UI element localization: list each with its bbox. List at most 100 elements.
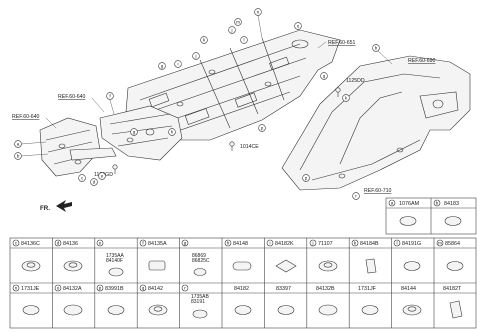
- table-cell-c: c 84136C: [12, 239, 41, 272]
- ref-label-640-left[interactable]: REF.60-640: [12, 114, 40, 120]
- svg-text:e: e: [101, 174, 104, 179]
- svg-text:j: j: [311, 241, 313, 246]
- svg-text:g: g: [184, 241, 187, 246]
- callout-j-mid[interactable]: j: [228, 26, 236, 34]
- callout-j-top[interactable]: j: [192, 52, 200, 60]
- svg-text:q: q: [142, 286, 145, 291]
- svg-text:e: e: [99, 241, 102, 246]
- callout-a[interactable]: a: [14, 140, 22, 148]
- svg-text:h: h: [227, 241, 230, 246]
- svg-text:o: o: [57, 286, 60, 291]
- callout-k[interactable]: k: [200, 36, 208, 44]
- table-cell-a: a 1076AM: [388, 199, 420, 226]
- bolt-1014CE-icon: [229, 141, 235, 151]
- ref-label-710[interactable]: REF.60-710: [364, 188, 392, 194]
- round-plug-icon: [63, 260, 83, 272]
- table-cell-84132B: 84132B: [316, 286, 338, 316]
- callout-k-right[interactable]: k: [342, 94, 350, 102]
- svg-text:83991B: 83991B: [105, 286, 124, 292]
- table-cell-1731JF: 1731JF: [358, 286, 379, 315]
- plug-grommet-icon: [444, 216, 462, 226]
- svg-text:d: d: [57, 241, 60, 246]
- svg-text:l: l: [243, 38, 244, 43]
- plug-icon: [403, 261, 421, 271]
- svg-text:i: i: [177, 62, 178, 67]
- plug-icon: [107, 305, 125, 315]
- callout-r[interactable]: r: [352, 192, 360, 200]
- callout-q[interactable]: q: [320, 72, 328, 80]
- callout-f[interactable]: f: [106, 92, 114, 100]
- plug-grommet-icon: [399, 216, 417, 226]
- callout-i[interactable]: i: [174, 60, 182, 68]
- svg-text:m: m: [236, 20, 240, 25]
- round-plug-icon: [21, 260, 41, 272]
- parts-table: [9, 197, 477, 329]
- svg-text:h: h: [171, 130, 174, 135]
- svg-text:r: r: [184, 286, 186, 291]
- svg-text:p: p: [99, 286, 102, 291]
- ref-label-640-top[interactable]: REF.60-640: [58, 94, 86, 100]
- part-number-1014CE: 1014CE: [240, 144, 259, 150]
- callout-d[interactable]: d: [90, 178, 98, 186]
- svg-text:k: k: [203, 38, 206, 43]
- ref-label-690[interactable]: REF.60-690: [408, 58, 436, 64]
- svg-text:m: m: [438, 241, 442, 246]
- oval-plug-icon: [232, 261, 252, 271]
- svg-text:86869: 86869: [192, 253, 206, 259]
- svg-text:n: n: [15, 286, 18, 291]
- callout-p-right[interactable]: p: [302, 174, 310, 182]
- callout-h[interactable]: h: [168, 128, 176, 136]
- table-cell-k: k 84184B: [351, 239, 379, 274]
- dash-panel-illustration: [99, 105, 183, 161]
- svg-text:q: q: [323, 74, 326, 79]
- table-cell-r: r 1735AB 83191: [181, 284, 209, 319]
- callout-g-top[interactable]: g: [158, 62, 166, 70]
- svg-text:b: b: [436, 201, 439, 206]
- ref-label-651[interactable]: REF.60-651: [328, 40, 356, 46]
- table-cell-o: o 84132A: [54, 284, 83, 316]
- callout-m[interactable]: m: [234, 18, 242, 26]
- diamond-pad-icon: [275, 259, 297, 273]
- plug-icon: [277, 305, 295, 315]
- svg-text:84182K: 84182K: [275, 241, 294, 247]
- clip-plug-icon: [108, 267, 124, 277]
- svg-text:a: a: [17, 142, 20, 147]
- callout-b-right[interactable]: b: [372, 44, 380, 52]
- svg-text:84132B: 84132B: [316, 286, 335, 292]
- svg-text:a: a: [391, 201, 394, 206]
- svg-text:p: p: [305, 176, 308, 181]
- part-number-1125DD: 1125DD: [346, 78, 365, 84]
- plug-icon: [234, 305, 252, 315]
- plug-icon: [22, 305, 40, 315]
- callout-p[interactable]: p: [258, 124, 266, 132]
- svg-text:j: j: [194, 54, 196, 59]
- svg-text:84144: 84144: [401, 286, 416, 292]
- svg-text:83191: 83191: [191, 299, 205, 305]
- callout-o[interactable]: o: [294, 22, 302, 30]
- table-cell-84144: 84144: [401, 286, 422, 316]
- table-cell-84182T: 84182T: [443, 286, 463, 319]
- callout-c[interactable]: c: [78, 174, 86, 182]
- svg-text:84182: 84182: [234, 286, 249, 292]
- callout-l[interactable]: l: [240, 36, 248, 44]
- svg-text:1076AM: 1076AM: [399, 201, 420, 207]
- svg-text:85864: 85864: [445, 241, 460, 247]
- table-cell-m: m 85864: [436, 239, 464, 271]
- table-cell-p: p 83991B: [96, 284, 125, 315]
- plug-icon: [361, 305, 379, 315]
- callout-n[interactable]: n: [254, 8, 262, 16]
- svg-text:1735AB: 1735AB: [191, 294, 209, 300]
- bolt-1129GD-icon: [112, 164, 118, 174]
- callout-b-left[interactable]: b: [14, 152, 22, 160]
- svg-text:o: o: [297, 24, 300, 29]
- floor-pan-illustration: [125, 29, 341, 141]
- grommet-icon: [148, 304, 168, 316]
- svg-text:b: b: [17, 154, 20, 159]
- svg-text:71107: 71107: [318, 241, 333, 247]
- body-side-illustration: [281, 55, 471, 191]
- table-cell-i: i 84182K: [266, 239, 297, 273]
- table-cell-e: e 1735AA 84140F: [96, 239, 124, 277]
- callout-e[interactable]: e: [98, 172, 106, 180]
- callout-g-left[interactable]: g: [130, 128, 138, 136]
